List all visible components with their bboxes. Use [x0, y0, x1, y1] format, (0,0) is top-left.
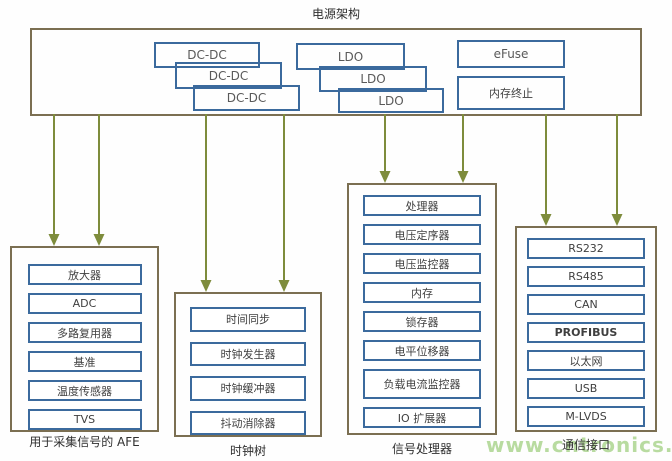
component-box-load-current-monitor: 负载电流监控器: [363, 369, 481, 399]
efuse-box: eFuse: [457, 40, 565, 68]
dcdc-converter-box: DC-DC: [175, 62, 282, 89]
component-box-multiplexer: 多路复用器: [27, 322, 142, 343]
component-box-voltage-sequencer: 电压定序器: [363, 224, 481, 245]
ldo-regulator-box: LDO: [319, 66, 427, 92]
watermark-text: www.cntronics.com: [486, 433, 672, 457]
clock-tree-group-box: 时间同步 时钟发生器 时钟缓冲器 抖动消除器: [174, 292, 322, 437]
signal-processor-group-box: 处理器 电压定序器 电压监控器 内存 锁存器 电平位移器 负载电流监控器 IO …: [347, 183, 497, 435]
component-box-level-shifter: 电平位移器: [363, 340, 481, 361]
component-box-latch: 锁存器: [363, 311, 481, 332]
component-box-profibus: PROFIBUS: [527, 322, 645, 343]
component-box-adc: ADC: [27, 293, 142, 314]
dcdc-converter-box: DC-DC: [193, 85, 300, 111]
component-box-processor: 处理器: [363, 195, 481, 216]
component-box-usb: USB: [527, 378, 645, 399]
ldo-regulator-box: LDO: [338, 88, 444, 113]
component-box-ethernet: 以太网: [527, 350, 645, 371]
component-box-reference: 基准: [27, 351, 142, 372]
component-box-voltage-monitor: 电压监控器: [363, 253, 481, 274]
component-box-tvs: TVS: [27, 409, 142, 430]
dcdc-converter-box: DC-DC: [154, 42, 260, 68]
component-box-jitter-cleaner: 抖动消除器: [190, 410, 306, 435]
diagram-title: 电源架构: [311, 7, 360, 21]
power-rail-container: DC-DC DC-DC DC-DC LDO LDO LDO eFuse 内存终止: [30, 28, 642, 116]
comm-interface-group-label: 通信接口: [561, 438, 610, 452]
component-box-io-expander: IO 扩展器: [363, 407, 481, 428]
component-box-rs485: RS485: [527, 266, 645, 287]
component-box-can: CAN: [527, 294, 645, 315]
afe-group-label: 用于采集信号的 AFE: [29, 435, 140, 449]
afe-group-box: 放大器 ADC 多路复用器 基准 温度传感器 TVS: [10, 246, 159, 432]
signal-processor-group-label: 信号处理器: [391, 442, 452, 456]
component-box-amplifier: 放大器: [27, 264, 142, 285]
component-box-mlvds: M-LVDS: [527, 406, 645, 427]
component-box-rs232: RS232: [527, 238, 645, 259]
component-box-clock-generator: 时钟发生器: [190, 341, 306, 366]
component-box-temp-sensor: 温度传感器: [27, 380, 142, 401]
clock-tree-group-label: 时钟树: [229, 444, 266, 458]
ldo-regulator-box: LDO: [296, 43, 405, 70]
component-box-time-sync: 时间同步: [190, 307, 306, 332]
component-box-clock-buffer: 时钟缓冲器: [190, 376, 306, 401]
memory-termination-box: 内存终止: [457, 76, 565, 110]
component-box-memory: 内存: [363, 282, 481, 303]
comm-interface-group-box: RS232 RS485 CAN PROFIBUS 以太网 USB M-LVDS: [515, 226, 657, 432]
